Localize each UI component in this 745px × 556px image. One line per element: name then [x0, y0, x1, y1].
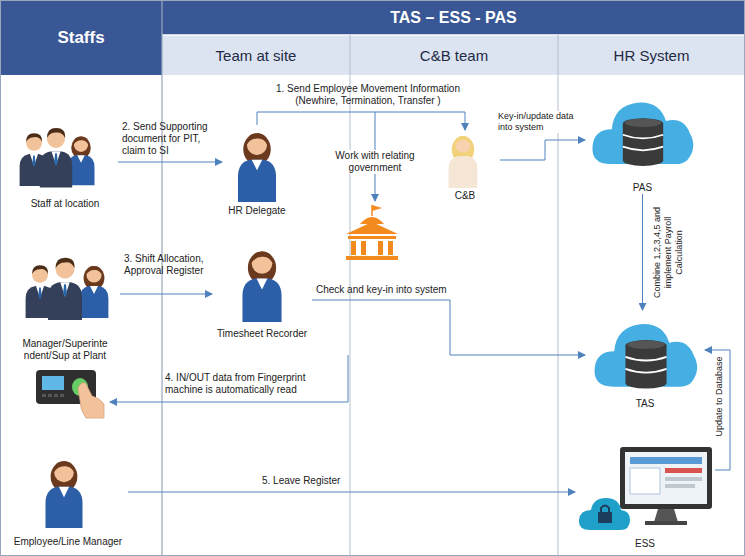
staff-group: Staff at location — [12, 120, 118, 210]
header-text: Team at site — [216, 47, 297, 64]
connector-arrow — [118, 162, 222, 163]
database-cloud: PAS — [585, 82, 700, 194]
person-icon: Employee/Line Manager — [8, 452, 128, 548]
node-label: Timesheet Recorder — [217, 328, 307, 340]
person-icon: HR Delegate — [222, 125, 292, 217]
person-icon: Timesheet Recorder — [212, 243, 312, 340]
database-cloud: TAS — [585, 310, 705, 410]
edge-label: Check and key-in into system — [316, 284, 448, 296]
node-label: Manager/Superinte ndent/Sup at Plant — [20, 338, 110, 362]
edge-label: Key-in/update data into system — [498, 111, 584, 133]
node-label: ESS — [635, 538, 655, 550]
header-cell: HR System — [558, 35, 745, 75]
diagram-title: TAS – ESS - PAS — [162, 0, 745, 35]
person-icon: C&B — [430, 130, 500, 202]
edge-label: Update to Database — [714, 348, 725, 444]
node-label: PAS — [633, 182, 652, 194]
edge-label: 1. Send Employee Movement Information (N… — [268, 83, 468, 107]
header-cell: Team at site — [162, 35, 350, 75]
ess-screen: ESS — [575, 442, 715, 550]
header-cell: C&B team — [350, 35, 558, 75]
connector-arrow — [128, 492, 575, 493]
edge-label: 5. Leave Register — [262, 475, 372, 487]
connector-arrow — [312, 300, 585, 355]
header-text: HR System — [614, 47, 690, 64]
header-text: Staffs — [57, 28, 104, 48]
node-label: TAS — [636, 398, 655, 410]
node-label: Employee/Line Manager — [14, 536, 122, 548]
edge-label: 2. Send Supporting document for PIT, cla… — [122, 121, 218, 157]
connector-arrow — [257, 112, 465, 130]
connector-arrow — [120, 294, 212, 295]
node-label: Staff at location — [31, 198, 100, 210]
connector-arrow — [500, 140, 585, 160]
header-cell: Staffs — [0, 0, 162, 75]
edge-label: Combine 1,2,3,4,5 and implement Payroll … — [652, 198, 685, 306]
header-text: C&B team — [420, 47, 488, 64]
note-label: Work with relating government — [330, 150, 420, 174]
connector-arrow — [642, 194, 643, 310]
note-label: 4. IN/OUT data from Fingerprint machine … — [165, 372, 345, 396]
staff-group: Manager/Superinte ndent/Sup at Plant — [10, 250, 120, 362]
node-label: HR Delegate — [228, 205, 285, 217]
edge-label: 3. Shift Allocation, Approval Register — [124, 253, 210, 277]
node-label: C&B — [455, 190, 476, 202]
